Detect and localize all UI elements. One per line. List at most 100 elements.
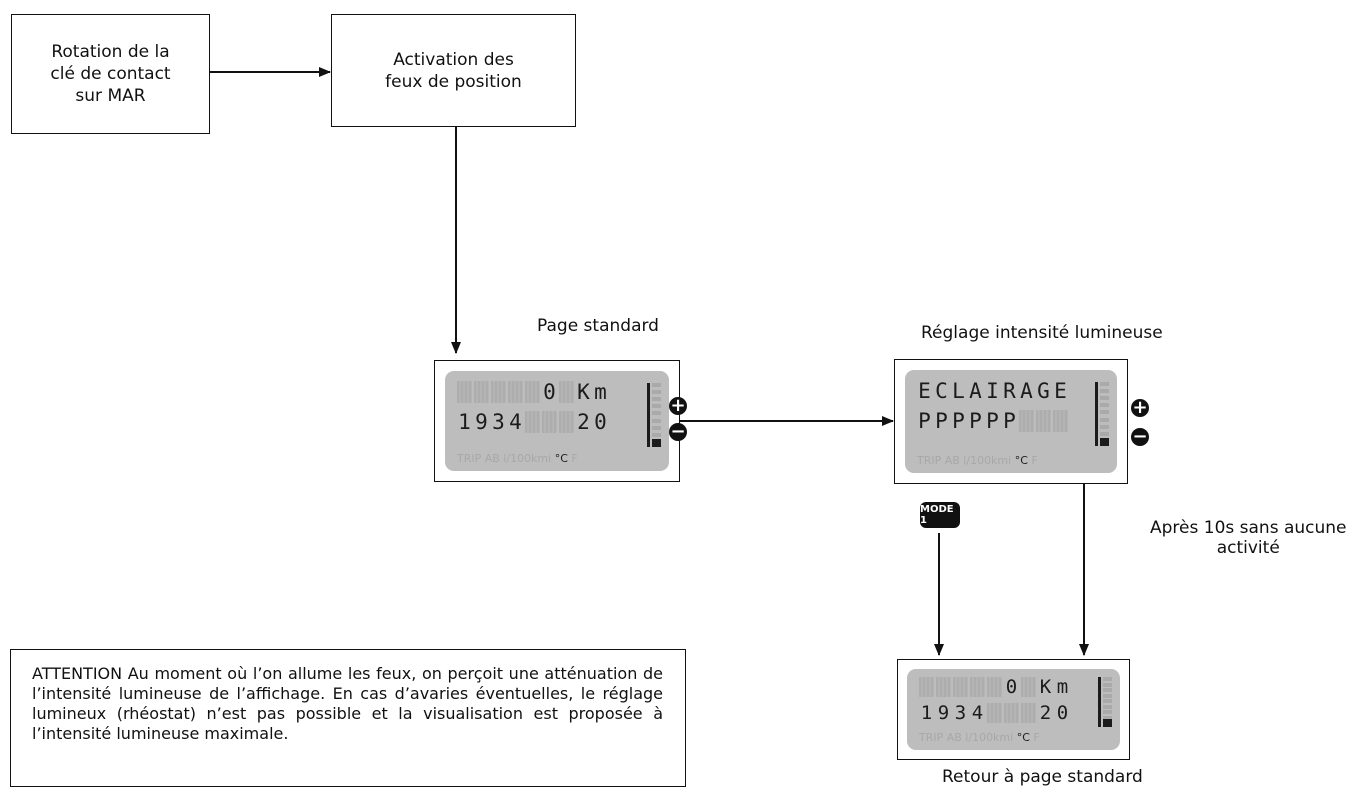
lcd-temperature-unit: °C (1016, 731, 1030, 744)
lcd-character (919, 677, 934, 697)
label-retour-page-standard: Retour à page standard (942, 767, 1143, 787)
lcd-character: P (969, 409, 982, 433)
lcd-character (474, 381, 489, 403)
lcd-character (1021, 703, 1036, 723)
lcd-character: 9 (937, 702, 950, 724)
lcd-character: 0 (1056, 702, 1069, 724)
lcd-legend: TRIP AB l/100kmi °C F (919, 731, 1040, 744)
lcd-character (1053, 410, 1068, 432)
lcd-character: 3 (954, 702, 967, 724)
minus-button[interactable]: − (669, 421, 687, 442)
lcd-character (1004, 703, 1019, 723)
lcd-character: L (952, 379, 965, 403)
label-page-standard: Page standard (537, 316, 659, 336)
lcd-character: 9 (475, 410, 488, 434)
lcd-character (970, 677, 985, 697)
lcd-character: G (1037, 379, 1050, 403)
box-rotation-line: clé de contact (50, 64, 171, 84)
lcd-character (936, 677, 951, 697)
lcd-character: 0 (1005, 676, 1018, 698)
lcd-character: E (1054, 379, 1067, 403)
box-rotation-line: Rotation de la (51, 42, 170, 62)
mode-1-button[interactable]: MODE 1 (920, 502, 960, 528)
minus-button[interactable]: − (1131, 426, 1149, 447)
lcd-character (559, 411, 574, 433)
lcd-character (457, 381, 472, 403)
lcd-legend: TRIP AB l/100kmi °C F (917, 454, 1038, 467)
lcd-character: 2 (1039, 702, 1052, 724)
lcd-temperature-unit: °C (1014, 454, 1028, 467)
lcd-character (987, 703, 1002, 723)
lcd-legend: TRIP AB l/100kmi °C F (457, 452, 578, 465)
lcd-character: A (969, 379, 982, 403)
lcd-character (525, 381, 540, 403)
lcd-fahrenheit-unit: F (567, 452, 578, 465)
lcd-fahrenheit-unit: F (1029, 731, 1040, 744)
temperature-gauge-icon (1095, 382, 1109, 446)
lcd-character: I (986, 379, 999, 403)
lcd-character: K (1039, 676, 1052, 698)
plus-button[interactable]: + (669, 395, 687, 416)
lcd-character: P (986, 409, 999, 433)
lcd-legend-text: TRIP AB l/100kmi (917, 454, 1015, 467)
lcd-character: C (935, 379, 948, 403)
lcd-temperature-unit: °C (554, 452, 568, 465)
lcd-character (1019, 410, 1034, 432)
temperature-gauge-icon (647, 383, 661, 447)
label-apres-10s: Après 10s sans aucune activité (1150, 518, 1347, 558)
lcd-legend-text: TRIP AB l/100kmi (457, 452, 555, 465)
box-activation-line: feux de position (385, 71, 522, 92)
lcd-character: 1 (458, 410, 471, 434)
label-apres-line: activité (1216, 538, 1280, 558)
label-reglage-intensite: Réglage intensité lumineuse (921, 323, 1163, 343)
lcd-character: P (918, 409, 931, 433)
lcd-character: m (1056, 676, 1069, 698)
plus-button[interactable]: + (1131, 397, 1149, 418)
label-apres-line: Après 10s sans aucune (1150, 518, 1347, 538)
lcd-character (987, 677, 1002, 697)
lcd-character: m (594, 380, 607, 404)
lcd-character: P (935, 409, 948, 433)
lcd-character: 4 (971, 702, 984, 724)
lcd-character: 0 (594, 410, 607, 434)
lcd-character (508, 381, 523, 403)
lcd-character: E (918, 379, 931, 403)
lcd-character (525, 411, 540, 433)
lcd-character (542, 411, 557, 433)
box-activation-feux: Activation des feux de position (331, 14, 576, 127)
lcd-character: A (1020, 379, 1033, 403)
lcd-character: 0 (543, 380, 556, 404)
lcd-character: R (1003, 379, 1016, 403)
box-rotation-line: sur MAR (75, 86, 146, 106)
box-activation-line: Activation des (393, 49, 514, 70)
lcd-character (953, 677, 968, 697)
lcd-character (491, 381, 506, 403)
lcd-character: 4 (509, 410, 522, 434)
lcd-character: K (577, 380, 590, 404)
lcd-character: 3 (492, 410, 505, 434)
lcd-legend-text: TRIP AB l/100kmi (919, 731, 1017, 744)
lcd-character: P (952, 409, 965, 433)
box-rotation-cle: Rotation de la clé de contact sur MAR (11, 14, 210, 134)
lcd-character (1021, 677, 1036, 697)
lcd-fahrenheit-unit: F (1027, 454, 1038, 467)
temperature-gauge-icon (1098, 677, 1112, 727)
lcd-character: 1 (920, 702, 933, 724)
lcd-character: 2 (577, 410, 590, 434)
lcd-character (1036, 410, 1051, 432)
lcd-character (559, 381, 574, 403)
lcd-character: P (1003, 409, 1016, 433)
